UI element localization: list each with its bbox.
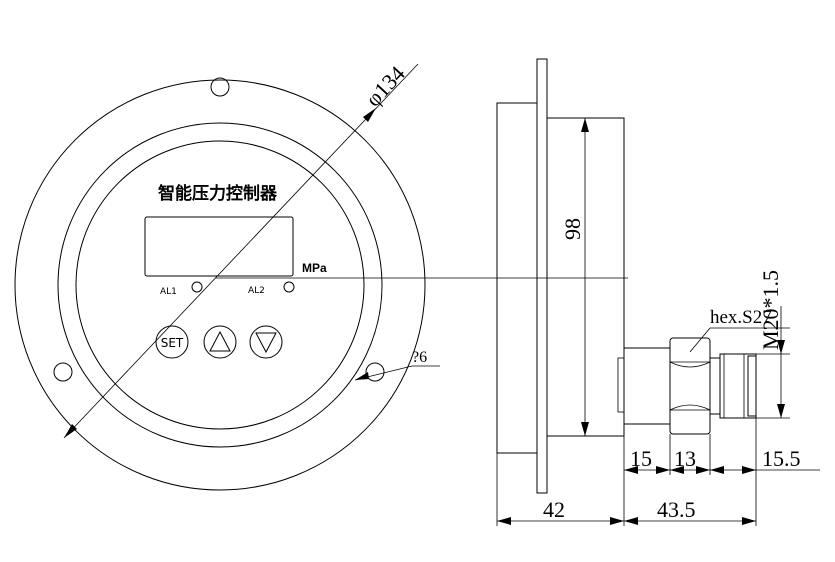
diameter-label: φ134 — [360, 61, 409, 111]
seg-15-label: 15 — [630, 446, 652, 471]
rear-stub-inner — [617, 357, 625, 413]
thread-section — [719, 353, 757, 419]
diameter-arrow-bottom — [64, 424, 77, 438]
set-button[interactable]: SET — [155, 325, 189, 359]
hex-label: hex.S27 — [710, 307, 772, 328]
set-button-label: SET — [161, 336, 184, 350]
mount-hole-right — [365, 362, 385, 382]
thread-arrow-top — [777, 340, 785, 354]
front-view: φ134 ?6 智能压力控制器 MPa AL1 AL2 SET — [14, 61, 628, 491]
hex-nut — [669, 337, 711, 435]
rear-body — [546, 117, 625, 437]
thread-arrow-bottom — [777, 404, 785, 418]
mount-hole-left — [53, 362, 73, 382]
case-depth-label: 42 — [543, 497, 565, 522]
alarm2-led — [283, 281, 295, 293]
case-circle — [57, 122, 383, 448]
height-label: 98 — [560, 218, 585, 240]
seg-13-label: 13 — [674, 446, 696, 471]
controller-title: 智能压力控制器 — [158, 183, 278, 204]
alarm1-led — [191, 281, 203, 293]
bezel-circle — [75, 140, 365, 430]
flange-plate — [536, 58, 548, 494]
unit-label: MPa — [302, 261, 327, 275]
mount-hole-arrow — [355, 372, 369, 380]
seg-15-5-label: 15.5 — [762, 446, 801, 471]
case-body — [496, 102, 538, 454]
up-button[interactable] — [203, 325, 237, 359]
side-view: 98 hex.S27 M20*1.5 — [496, 58, 820, 526]
thread-neck — [709, 357, 721, 415]
hex-leader — [689, 327, 711, 353]
outer-flange-circle — [14, 79, 426, 491]
mount-hole-top — [210, 77, 230, 97]
height-arrow-bottom — [581, 422, 589, 436]
diameter-dim-line — [63, 63, 419, 439]
down-arrow-icon — [255, 332, 277, 354]
down-button[interactable] — [249, 325, 283, 359]
lcd-display — [144, 216, 294, 277]
rear-stub — [623, 347, 671, 425]
mount-hole-label: ?6 — [412, 349, 427, 366]
stem-length-label: 43.5 — [657, 497, 696, 522]
thread-label: M20*1.5 — [758, 270, 783, 350]
up-arrow-icon — [209, 330, 231, 352]
thread-tip — [747, 355, 757, 417]
diameter-arrow-top — [363, 108, 376, 122]
height-arrow-top — [581, 118, 589, 132]
alarm2-label: AL2 — [248, 286, 265, 296]
alarm1-label: AL1 — [160, 287, 177, 297]
